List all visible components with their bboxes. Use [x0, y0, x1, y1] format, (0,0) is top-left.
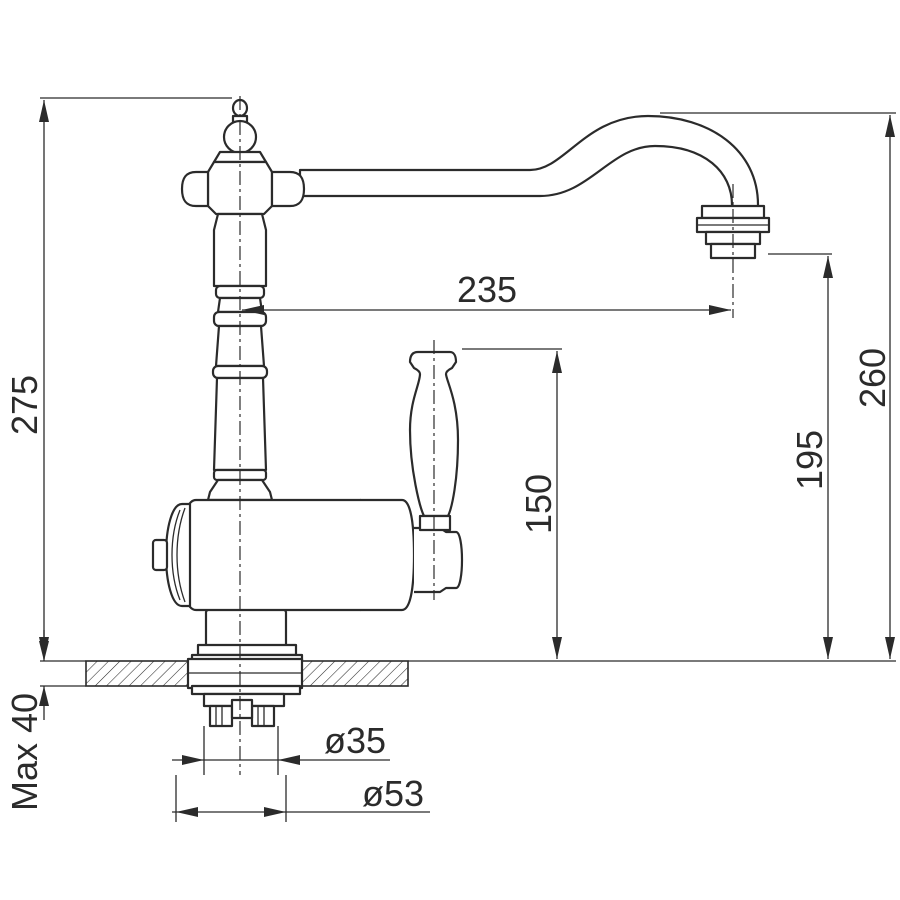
- under-counter-fixing: [190, 684, 302, 728]
- dimension-lines: [39, 97, 896, 822]
- label-235: 235: [457, 269, 517, 310]
- label-d35: ø35: [324, 720, 386, 761]
- label-max40: Max 40: [4, 693, 45, 811]
- label-260: 260: [852, 348, 893, 408]
- dimension-labels: 275 260 195 150 235 Max 40 ø35 ø53: [4, 269, 893, 814]
- spout: [298, 114, 760, 212]
- label-d53: ø53: [362, 773, 424, 814]
- label-275: 275: [4, 375, 45, 435]
- label-150: 150: [518, 474, 559, 534]
- label-195: 195: [789, 430, 830, 490]
- faucet-outline: [85, 96, 771, 775]
- top-cross-handle: [180, 160, 306, 216]
- mixer-body: [151, 498, 464, 657]
